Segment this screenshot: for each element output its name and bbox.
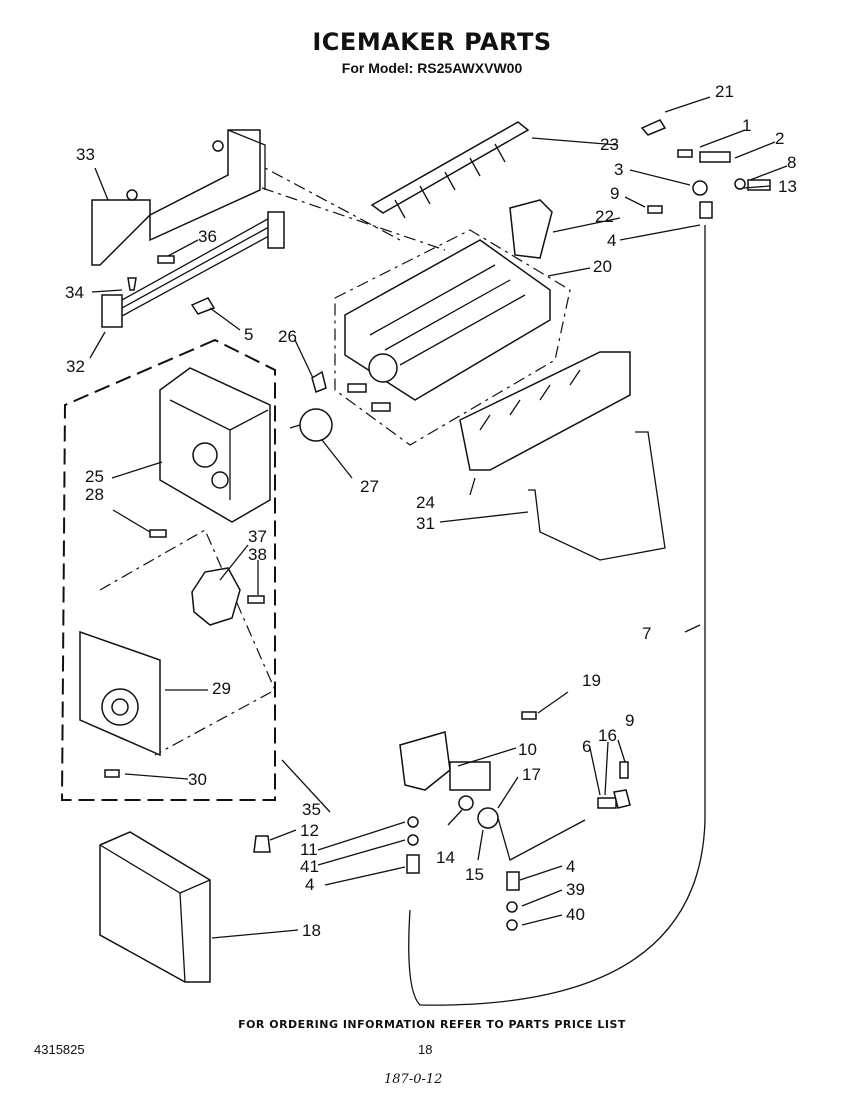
shield-24 [459,351,631,471]
callout-39: 39 [566,880,585,899]
callout-4-right: 4 [566,857,575,876]
callout-27: 27 [360,477,379,496]
clip-21 [640,119,667,136]
insert-4-lower [406,854,420,874]
bracket-33 [91,129,261,266]
callout-23: 23 [600,135,619,154]
washer-14 [458,795,474,811]
callout-34: 34 [65,283,84,302]
nut-11 [407,816,419,828]
page-number: 18 [418,1042,433,1057]
screw-28 [149,529,167,538]
callout-19: 19 [582,671,601,690]
callout-24: 24 [416,493,435,512]
water-valve-10 [399,731,451,791]
callout-38: 38 [248,545,267,564]
fitting-13 [747,179,771,191]
motor-27 [299,408,333,442]
callout-3: 3 [614,160,623,179]
fitting-2 [699,151,731,163]
wire-nut-12 [253,835,271,853]
callout-22: 22 [595,207,614,226]
callout-8: 8 [787,153,796,172]
screw-30 [104,769,120,778]
callout-1: 1 [742,116,751,135]
callout-31: 31 [416,514,435,533]
screw-38 [247,595,265,604]
sleeve-6 [597,797,617,809]
water-tube-7 [408,225,706,1006]
mold-outline [334,229,571,446]
grommet-17 [477,807,499,829]
callout-9-top: 9 [610,184,619,203]
washer-39 [506,901,518,913]
callout-33: 33 [76,145,95,164]
callout-16: 16 [598,726,617,745]
callout-30: 30 [188,770,207,789]
callout-35: 35 [302,800,321,819]
callout-14: 14 [436,848,455,867]
screw-34 [127,277,137,291]
callout-17: 17 [522,765,541,784]
washer-41 [407,834,419,846]
screw-1 [677,149,693,158]
harness-connector-32 [101,294,123,328]
callout-29: 29 [212,679,231,698]
callout-4-lower: 4 [305,875,314,894]
callout-6: 6 [582,737,591,756]
nut-40 [506,919,518,931]
callout-15: 15 [465,865,484,884]
callout-12: 12 [300,821,319,840]
callout-10: 10 [518,740,537,759]
timer-37 [191,567,241,626]
callout-32: 32 [66,357,85,376]
callout-9-lower: 9 [625,711,634,730]
callout-18: 18 [302,921,321,940]
callout-7: 7 [642,624,651,643]
screw-9-lower [619,761,629,779]
ice-mold-20 [344,239,551,401]
model-subtitle: For Model: RS25AWXVW00 [341,60,523,76]
clamp-16 [613,789,631,809]
callout-20: 20 [593,257,612,276]
fill-cup-22 [509,199,553,259]
nut-3 [692,180,708,196]
clip-26 [311,370,327,394]
control-housing-25 [159,367,271,523]
washer-8 [734,178,746,190]
callout-21: 21 [715,82,734,101]
screw-36 [157,255,175,264]
screw-9-top [647,205,663,214]
shutoff-arm-31 [528,431,666,561]
callout-28: 28 [85,485,104,504]
callout-26: 26 [278,327,297,346]
handwritten-note: 187-0-12 [384,1072,443,1087]
callout-25: 25 [85,467,104,486]
ordering-note: FOR ORDERING INFORMATION REFER TO PARTS … [238,1018,626,1031]
callout-11: 11 [300,840,318,859]
callout-37: 37 [248,527,267,546]
callout-2: 2 [775,129,784,148]
callout-40: 40 [566,905,585,924]
page-title: ICEMAKER PARTS [312,28,552,56]
ejector-23 [370,121,530,214]
insert-4-right [506,871,520,891]
clip-5 [190,297,216,315]
callout-13: 13 [778,177,797,196]
document-number: 4315825 [34,1042,85,1057]
callout-4-top: 4 [607,231,616,250]
callout-36: 36 [198,227,217,246]
callout-5: 5 [244,325,253,344]
insert-4-top [699,201,713,219]
callout-41: 41 [300,857,319,876]
screw-19 [521,711,537,720]
